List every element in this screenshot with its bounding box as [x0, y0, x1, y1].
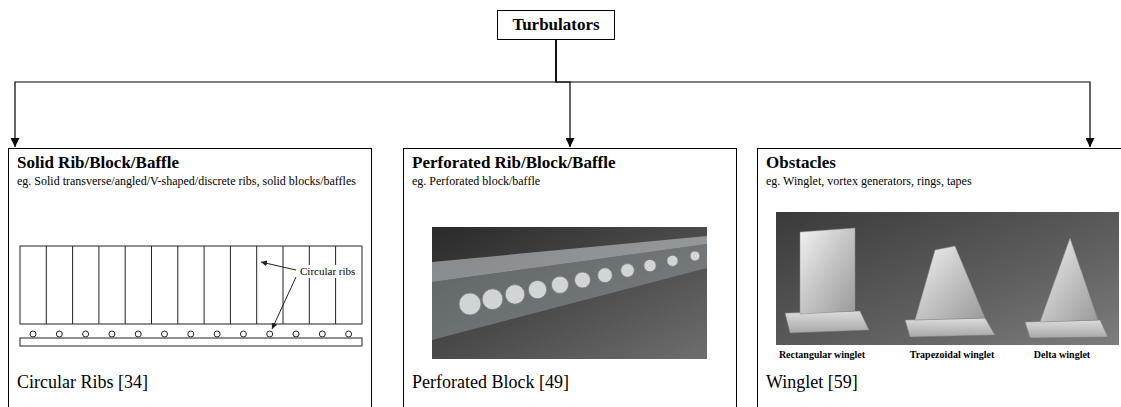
plate-side-view: [20, 338, 362, 346]
rib-line: [125, 246, 126, 324]
part-label: Circular ribs: [299, 265, 356, 278]
perforation-rod: [482, 289, 503, 310]
perforation-rod: [528, 280, 546, 298]
leader-line: [272, 277, 296, 329]
rib-line: [177, 246, 178, 324]
photo-ground: [776, 212, 1119, 345]
circular-rib: [30, 331, 36, 337]
perforation-rod: [551, 276, 568, 293]
box-heading: Turbulators: [512, 15, 599, 35]
photo-ground: [432, 227, 707, 359]
circular-rib: [319, 331, 325, 337]
rib-line: [72, 246, 73, 324]
trapezoidal-winglet: [915, 246, 985, 320]
circular-rib: [83, 331, 89, 337]
leader-line: [261, 262, 296, 270]
rib-line: [98, 246, 99, 324]
photo-label: Trapezoidal winglet: [887, 349, 1017, 361]
rib-line: [335, 246, 336, 324]
plate-top-view: [20, 246, 362, 324]
perforation-rod: [459, 293, 481, 315]
delta-winglet: [1040, 238, 1098, 322]
winglet-base: [785, 311, 869, 333]
rib-line: [309, 246, 310, 324]
circular-rib: [56, 331, 62, 337]
winglet-base: [905, 318, 995, 337]
circular-rib: [135, 331, 141, 337]
photo-label: Rectangular winglet: [757, 349, 887, 361]
example-text: eg. Solid transverse/angled/V-shaped/dis…: [17, 174, 363, 188]
perforation-rod: [621, 264, 635, 278]
perforation-rod: [644, 259, 656, 271]
photo-label: Delta winglet: [997, 349, 1121, 361]
rib-line: [151, 246, 152, 324]
example-text: eg. Perforated block/baffle: [412, 174, 728, 188]
figure-caption: Circular Ribs [34]: [17, 371, 363, 393]
rectangular-winglet: [800, 228, 855, 314]
category-box: Perforated Rib/Block/Baffleeg. Perforate…: [403, 148, 737, 407]
perforation-rod: [667, 255, 678, 266]
rib-line: [230, 246, 231, 324]
root-box: Turbulators: [497, 10, 614, 40]
circular-rib: [109, 331, 115, 337]
figure-caption: Winglet [59]: [766, 371, 1121, 393]
circular-rib: [162, 331, 168, 337]
rib-line: [283, 246, 284, 324]
circular-rib: [293, 331, 299, 337]
category-box: Obstacleseg. Winglet, vortex generators,…: [757, 148, 1121, 407]
perforation-rod: [575, 272, 591, 288]
rib-line: [256, 246, 257, 324]
figure-caption: Perforated Block [49]: [412, 371, 728, 393]
perforation-rod: [690, 251, 700, 261]
connector-arrow: [556, 40, 1090, 147]
perforation-rod: [598, 268, 613, 283]
circular-rib: [267, 331, 273, 337]
perforation-rod: [505, 285, 525, 305]
rib-plate-drawing: [20, 246, 362, 346]
connector-arrow: [15, 40, 556, 147]
box-heading: Obstacles: [766, 153, 1121, 173]
circular-rib: [214, 331, 220, 337]
circular-rib: [188, 331, 194, 337]
winglet-photo: [776, 212, 1119, 345]
example-text: eg. Winglet, vortex generators, rings, t…: [766, 174, 1121, 188]
connector-arrow: [556, 40, 570, 147]
winglet-base: [1025, 320, 1108, 338]
perforated-block-photo: [432, 227, 707, 359]
block-front-face: [432, 244, 707, 340]
circular-rib: [240, 331, 246, 337]
rib-line: [46, 246, 47, 324]
rib-line: [204, 246, 205, 324]
box-heading: Perforated Rib/Block/Baffle: [412, 153, 728, 173]
circular-rib: [346, 331, 352, 337]
box-heading: Solid Rib/Block/Baffle: [17, 153, 363, 173]
